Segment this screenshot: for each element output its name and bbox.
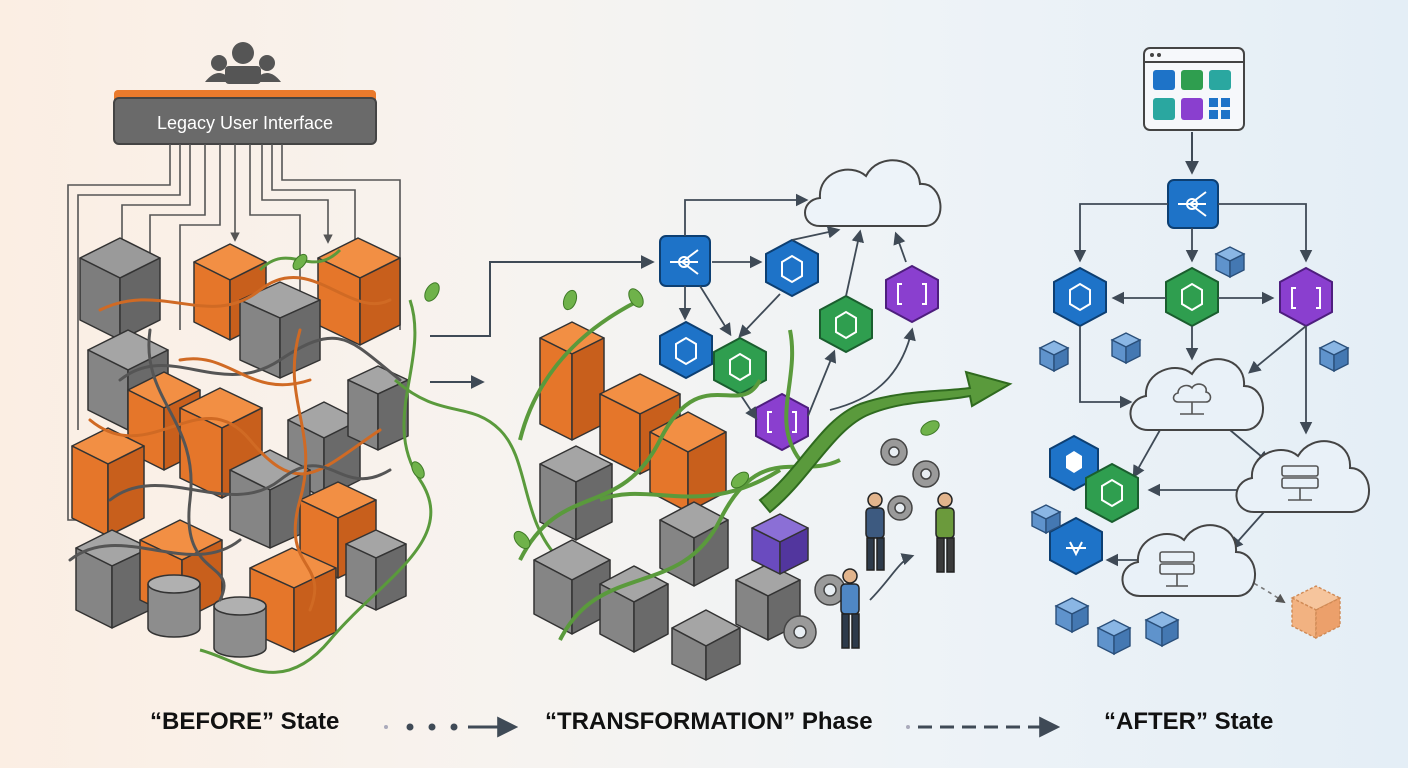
dashboard-icon: [1143, 47, 1245, 131]
function-icon: [755, 392, 809, 452]
caption-before: “BEFORE” State: [150, 708, 340, 735]
monolith-cube: [539, 321, 605, 441]
cloud-icon: [1129, 358, 1264, 431]
monolith-cube: [345, 529, 407, 611]
package-icon: [1030, 246, 1350, 656]
legacy-ui-box: Legacy User Interface: [113, 90, 377, 145]
growth-arrow: [758, 370, 1013, 514]
service-hex-blue: [1053, 266, 1107, 328]
timeline-connector-dots: [384, 716, 519, 738]
monolith-cube: [79, 237, 161, 341]
caption-transformation: “TRANSFORMATION” Phase: [545, 708, 873, 735]
worker-figure: [865, 492, 885, 571]
users-icon: [205, 42, 281, 84]
leaf: [513, 288, 940, 550]
router-icon: [659, 235, 711, 287]
service-hex-green: [819, 294, 873, 354]
gear-icon: [783, 438, 940, 649]
service-hex-green: [1165, 266, 1219, 328]
service-hex-blue: [1049, 434, 1099, 492]
function-icon: [1279, 266, 1333, 328]
monolith-cube: [229, 449, 311, 549]
database-icon: [213, 596, 267, 658]
monolith-cube: [193, 243, 267, 341]
monolith-cube: [317, 237, 401, 346]
monolith-cube: [671, 609, 741, 681]
monolith-cube: [71, 427, 145, 537]
monolith-cube: [539, 445, 613, 541]
router-icon: [1167, 179, 1219, 229]
monolith-cube: [659, 501, 729, 587]
service-hex-green: [1085, 462, 1139, 524]
service-hex-blue: [1049, 516, 1103, 576]
transform-connectors: [678, 193, 916, 421]
service-cube-purple: [751, 513, 809, 575]
monolith-cube: [599, 565, 669, 653]
server-icon: [1121, 524, 1256, 597]
flow-arrow: [869, 553, 915, 601]
flow-arrow: [430, 255, 655, 337]
function-icon: [885, 264, 939, 324]
timeline-connector-dashes: [906, 716, 1061, 738]
monolith-cube: [75, 529, 151, 629]
leaf: [292, 253, 440, 479]
legacy-ui-label: Legacy User Interface: [157, 113, 333, 133]
database-icon: [147, 574, 201, 638]
service-hex-blue: [765, 238, 819, 298]
caption-after: “AFTER” State: [1104, 708, 1274, 735]
worker-figure: [840, 568, 860, 649]
server-icon: [1235, 440, 1370, 513]
cloud-icon: [804, 159, 942, 227]
monolith-cube: [347, 365, 409, 451]
tangled-cables: [68, 275, 402, 612]
worker-figure: [935, 492, 955, 573]
pending-package-icon: [1290, 585, 1342, 640]
service-hex-blue: [659, 320, 713, 380]
